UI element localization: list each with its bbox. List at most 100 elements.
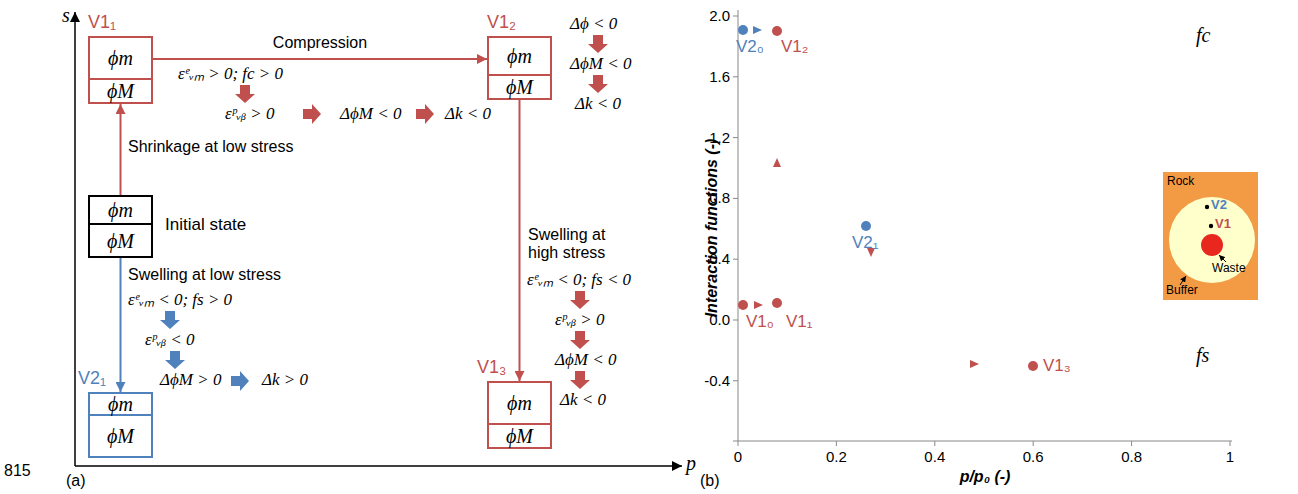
transition-arrow — [153, 58, 487, 60]
connectors — [121, 59, 520, 392]
block-arrow — [160, 311, 249, 391]
tick-label: 0.4 — [924, 448, 945, 465]
block-arrow — [160, 311, 180, 329]
state-box: V1₂ϕmϕM — [487, 36, 552, 100]
state-label: V1₃ — [477, 357, 506, 378]
axis — [75, 12, 682, 466]
state-label: V2₁ — [78, 368, 106, 389]
tick-label: 1.6 — [709, 68, 730, 85]
formula: εᵖᵥᵦ < 0 — [145, 330, 195, 350]
inset-label: Rock — [1167, 175, 1194, 189]
state-box: Initial stateϕmϕM — [88, 195, 153, 258]
block-arrow — [303, 104, 321, 124]
block-arrow — [416, 104, 434, 124]
data-point — [738, 25, 748, 35]
tick-label: 0.2 — [826, 448, 847, 465]
micro-porosity: ϕm — [88, 392, 153, 416]
tick-label: 1.2 — [709, 129, 730, 146]
porosity-symbol: ϕM — [107, 425, 134, 447]
tick-label: -0.4 — [704, 372, 730, 389]
tick-label: 0 — [734, 448, 742, 465]
formula: Δk < 0 — [560, 390, 606, 410]
porosity-symbol: ϕM — [107, 80, 134, 102]
point-label: V2₀ — [736, 37, 764, 57]
micro-porosity: ϕm — [487, 381, 552, 425]
porosity-symbol: ϕm — [108, 199, 133, 221]
path-arrowhead — [753, 26, 762, 34]
porosity-symbol: ϕm — [507, 45, 532, 67]
chart-axis — [1131, 441, 1132, 446]
formula: εᵉᵥₘ < 0; fs > 0 — [128, 290, 232, 310]
panel-label: (a) — [66, 472, 86, 490]
macro-porosity: ϕM — [487, 425, 552, 449]
edge-label: Compression — [273, 34, 367, 52]
formula: Δk < 0 — [445, 104, 491, 124]
path-arrowhead — [753, 26, 979, 368]
data-point — [738, 300, 748, 310]
chart-axis — [733, 380, 738, 381]
state-box: V1₃ϕmϕM — [487, 381, 552, 449]
point-label: V2₁ — [852, 233, 879, 253]
function-label: fs — [1196, 344, 1209, 367]
axis-title: Interaction functions (-) — [703, 139, 721, 318]
tick-label: 2.0 — [709, 7, 730, 24]
porosity-symbol: ϕM — [506, 425, 533, 447]
transition-arrow — [519, 100, 521, 381]
chart-axis — [733, 76, 738, 77]
chart-axis — [733, 10, 1232, 446]
data-point — [772, 298, 782, 308]
repository-inset — [1163, 172, 1258, 300]
micro-porosity: ϕm — [487, 36, 552, 76]
porosity-symbol: ϕm — [108, 393, 133, 415]
chart-axis — [738, 10, 739, 441]
axis — [75, 465, 682, 467]
micro-porosity: ϕm — [88, 195, 153, 225]
transition-arrow — [120, 258, 122, 392]
state-label: V1₁ — [88, 12, 116, 33]
chart-axis — [733, 198, 738, 199]
repository-inset — [1205, 205, 1209, 209]
chart-axis — [733, 259, 738, 260]
repository-inset — [1163, 172, 1258, 300]
tick-label: 0.4 — [709, 250, 730, 267]
formula: Δk > 0 — [262, 370, 308, 390]
inset-label: Waste — [1212, 262, 1246, 276]
chart-axis — [733, 16, 738, 17]
tick-label: 0.0 — [709, 311, 730, 328]
data-point — [861, 221, 871, 231]
path-arrowhead — [970, 360, 979, 368]
axis-title: p/p₀ (-) — [960, 468, 1011, 486]
chart-axis — [733, 137, 738, 138]
edge-label: Swelling at low stress — [128, 266, 281, 284]
inset-label: V1 — [1215, 217, 1231, 232]
block-arrow — [570, 331, 590, 349]
chart-axis — [733, 320, 738, 321]
chart-axis — [738, 441, 739, 446]
path-arrowhead — [754, 301, 763, 309]
chart-axis — [934, 441, 935, 446]
block-arrow — [588, 35, 608, 53]
block-arrow — [570, 291, 590, 309]
point-label: V1₀ — [746, 312, 774, 332]
block-arrow — [570, 371, 590, 389]
inset-label: Buffer — [1166, 284, 1198, 298]
tick-label: 0.8 — [709, 189, 730, 206]
porosity-symbol: ϕM — [506, 76, 533, 98]
block-arrow — [235, 35, 608, 389]
panel-label: (b) — [700, 472, 720, 490]
block-arrow — [231, 371, 249, 391]
chart-axis — [1230, 441, 1231, 446]
state-label: V1₂ — [487, 12, 516, 33]
edge-label: Swelling at high stress — [528, 226, 623, 263]
data-point — [772, 26, 782, 36]
block-arrow — [235, 85, 255, 103]
formula: Δϕ < 0 — [570, 14, 617, 34]
axis-label: p — [686, 452, 696, 475]
repository-inset — [1201, 234, 1223, 256]
chart-axis — [836, 441, 837, 446]
data-point — [738, 25, 1038, 371]
state-box: V1₁ϕmϕM — [88, 36, 153, 104]
block-arrow — [588, 75, 608, 93]
transition-arrow — [120, 104, 122, 195]
